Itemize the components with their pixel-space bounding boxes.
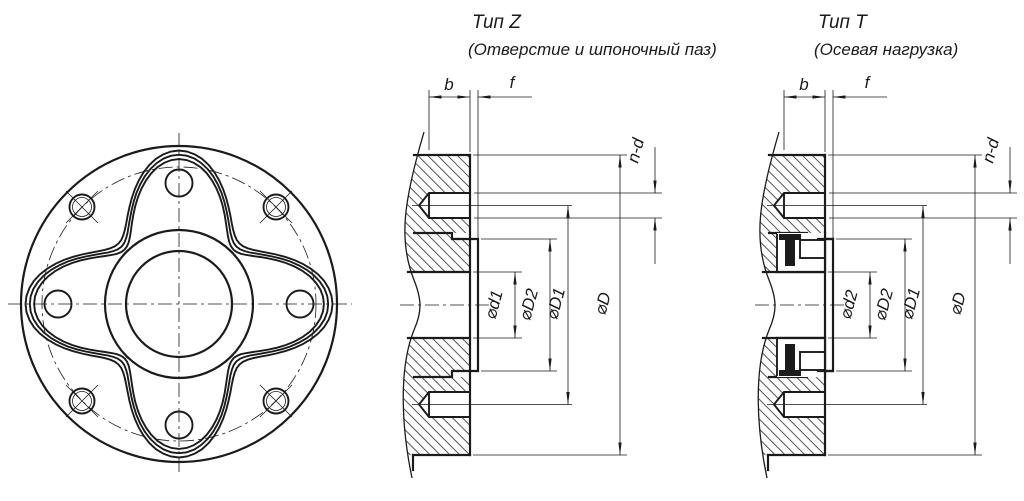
retaining-screw-detail-top — [775, 231, 835, 274]
boss-contour-outer — [24, 149, 334, 459]
screw-stem-icon — [785, 344, 795, 370]
main-centerlines — [8, 133, 352, 475]
dim-label-D2: ⌀D2 — [870, 286, 897, 322]
screw-head-icon — [779, 234, 801, 240]
dim-label-D1: ⌀D1 — [897, 286, 924, 322]
screw-stem-icon — [785, 240, 795, 266]
type-t-dimension-labels: b f n-d ⌀d2 ⌀D2 ⌀D1 ⌀D — [799, 73, 1003, 322]
dim-label-d2: ⌀d2 — [836, 288, 862, 322]
dim-label-D: ⌀D — [591, 290, 615, 317]
dim-label-b: b — [799, 75, 808, 94]
dim-label-f: f — [865, 73, 872, 92]
type-z-subtitle: (Отверстие и шпоночный паз) — [468, 40, 717, 59]
dim-label-n-d: n-d — [623, 136, 648, 165]
dim-label-n-d: n-d — [978, 136, 1003, 165]
section-type-z: b f n-d ⌀d1 ⌀D2 ⌀D1 ⌀D — [394, 73, 662, 478]
dim-label-D2: ⌀D2 — [515, 286, 542, 322]
screw-head-icon — [779, 370, 801, 376]
dim-label-b: b — [444, 75, 453, 94]
type-t-title: Тип Т — [818, 12, 868, 33]
dim-label-D: ⌀D — [946, 290, 970, 317]
boss-contour-middle — [28, 153, 330, 455]
dim-label-d1: ⌀d1 — [481, 288, 507, 321]
lobe-holes — [43, 168, 315, 440]
dim-label-f: f — [510, 73, 517, 92]
type-z-title: Тип Z — [472, 12, 522, 33]
type-z-dimension-labels: b f n-d ⌀d1 ⌀D2 ⌀D1 ⌀D — [444, 73, 648, 322]
type-t-subtitle: (Осевая нагрузка) — [814, 40, 958, 59]
titles: Тип Z (Отверстие и шпоночный паз) Тип Т … — [468, 12, 958, 59]
section-type-t: b f n-d ⌀d2 ⌀D2 ⌀D1 ⌀D — [749, 73, 1017, 478]
diagonal-bolt-holes — [65, 190, 293, 418]
front-view — [8, 133, 352, 475]
retaining-screw-detail-bottom — [775, 336, 835, 379]
dim-label-D1: ⌀D1 — [542, 286, 569, 322]
